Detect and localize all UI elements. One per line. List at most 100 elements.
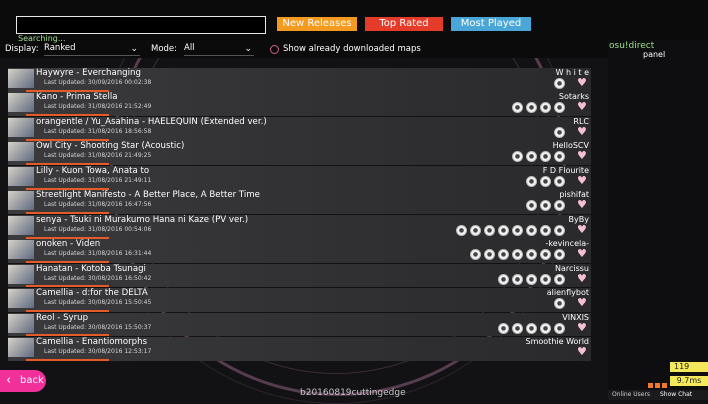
beatmap-creator: RLC — [573, 116, 589, 126]
beatmap-creator: VINXIS — [562, 312, 589, 322]
beatmap-creator: alienflybot — [546, 288, 589, 298]
tab-top-rated[interactable]: Top Rated — [365, 17, 443, 31]
beatmap-thumbnail — [8, 191, 34, 211]
difficulty-icons: ● — [554, 126, 565, 138]
difficulty-icon: ● — [456, 224, 467, 236]
beatmap-title: Haywyre - Everchanging — [36, 68, 141, 78]
back-button[interactable]: ‹ back — [0, 370, 46, 392]
difficulty-icons: ●●●●●●●● — [456, 224, 565, 236]
heart-icon[interactable]: ♥ — [577, 247, 587, 261]
display-value: Ranked — [44, 43, 76, 53]
beatmap-updated: Last Updated: 31/08/2016 21:52:49 — [44, 103, 152, 111]
difficulty-icon: ● — [526, 249, 537, 261]
display-select[interactable]: Ranked ⌄ — [44, 43, 140, 56]
tab-new-releases[interactable]: New Releases — [277, 17, 357, 31]
heart-icon[interactable]: ♥ — [577, 173, 587, 187]
difficulty-icon: ● — [540, 273, 551, 285]
beatmap-thumbnail — [8, 142, 34, 162]
beatmap-progress-bar — [26, 285, 109, 288]
version-label: b20160819cuttingedge — [300, 388, 406, 398]
beatmap-thumbnail — [8, 240, 34, 260]
beatmap-row[interactable]: orangentle / Yu_Asahina - HAELEQUIN (Ext… — [8, 116, 591, 141]
mode-select[interactable]: All ⌄ — [184, 43, 254, 56]
difficulty-icon: ● — [554, 200, 565, 212]
heart-icon[interactable]: ♥ — [577, 320, 587, 334]
online-users-button[interactable]: Online Users — [612, 391, 651, 398]
beatmap-row[interactable]: senya - Tsuki ni Murakumo Hana ni Kaze (… — [8, 214, 591, 239]
beatmap-thumbnail — [8, 289, 34, 309]
difficulty-icon: ● — [526, 200, 537, 212]
difficulty-icon: ● — [484, 224, 495, 236]
heart-icon[interactable]: ♥ — [577, 149, 587, 163]
display-label: Display: — [5, 44, 39, 54]
beatmap-updated: Last Updated: 31/08/2016 18:56:58 — [44, 127, 152, 135]
beatmap-progress-bar — [26, 89, 109, 92]
beatmap-title: Streetlight Manifesto - A Better Place, … — [36, 190, 260, 201]
difficulty-icons: ●●●●●●● — [470, 249, 565, 261]
chevron-down-icon: ⌄ — [244, 44, 252, 54]
difficulty-icon: ● — [498, 273, 509, 285]
beatmap-title: onoken - Viden — [36, 239, 101, 250]
side-panel — [608, 40, 708, 400]
beatmap-title: Reol - Syrup — [36, 312, 89, 323]
difficulty-icon: ● — [554, 175, 565, 187]
difficulty-icon: ● — [498, 322, 509, 334]
beatmap-progress-bar — [26, 309, 109, 312]
difficulty-icon: ● — [512, 151, 523, 163]
beatmap-title: orangentle / Yu_Asahina - HAELEQUIN (Ext… — [36, 116, 267, 127]
chat-bar — [608, 390, 708, 400]
difficulty-icon: ● — [498, 224, 509, 236]
beatmap-creator: HelloSCV — [552, 141, 589, 151]
beatmap-updated: Last Updated: 31/08/2016 16:31:44 — [44, 250, 152, 258]
searching-status: Searching... — [18, 34, 66, 43]
back-label: back — [20, 375, 44, 386]
beatmap-progress-bar — [26, 114, 109, 117]
difficulty-icon: ● — [540, 175, 551, 187]
beatmap-thumbnail — [8, 313, 34, 333]
beatmap-row[interactable]: Streetlight Manifesto - A Better Place, … — [8, 190, 591, 215]
heart-icon[interactable]: ♥ — [577, 100, 587, 114]
beatmap-progress-bar — [26, 260, 109, 263]
difficulty-icon: ● — [512, 102, 523, 114]
beatmap-thumbnail — [8, 69, 34, 88]
heart-icon[interactable]: ♥ — [577, 76, 587, 89]
heart-icon[interactable]: ♥ — [577, 198, 587, 212]
beatmap-progress-bar — [26, 358, 109, 361]
show-downloaded-radio[interactable] — [270, 45, 279, 54]
difficulty-icon: ● — [512, 249, 523, 261]
beatmap-updated: Last Updated: 30/08/2016 12:53:17 — [44, 348, 152, 356]
heart-icon[interactable]: ♥ — [577, 296, 587, 310]
beatmap-progress-bar — [26, 163, 109, 166]
side-panel-subtitle: panel — [643, 50, 666, 59]
search-input[interactable] — [16, 16, 266, 34]
beatmap-thumbnail — [8, 93, 34, 113]
heart-icon[interactable]: ♥ — [577, 124, 587, 138]
beatmap-progress-bar — [26, 334, 109, 337]
difficulty-icon: ● — [540, 224, 551, 236]
heart-icon[interactable]: ♥ — [577, 271, 587, 285]
heart-icon[interactable]: ♥ — [577, 222, 587, 236]
heart-icon[interactable]: ♥ — [577, 345, 587, 359]
show-chat-button[interactable]: Show Chat — [660, 391, 693, 398]
difficulty-icon: ● — [526, 102, 537, 114]
beatmap-thumbnail — [8, 338, 34, 358]
difficulty-icons: ●●●●● — [498, 322, 565, 334]
difficulty-icon: ● — [484, 249, 495, 261]
difficulty-icon: ● — [470, 249, 481, 261]
difficulty-icon: ● — [554, 322, 565, 334]
difficulty-icons: ● — [554, 298, 565, 310]
beatmap-row[interactable]: Owl City - Shooting Star (Acoustic)Last … — [8, 141, 591, 166]
difficulty-icon: ● — [554, 126, 565, 138]
side-panel-title: osu!direct — [609, 41, 655, 51]
beatmap-thumbnail — [8, 117, 34, 137]
tab-most-played[interactable]: Most Played — [451, 17, 531, 31]
beatmap-progress-bar — [26, 138, 109, 141]
